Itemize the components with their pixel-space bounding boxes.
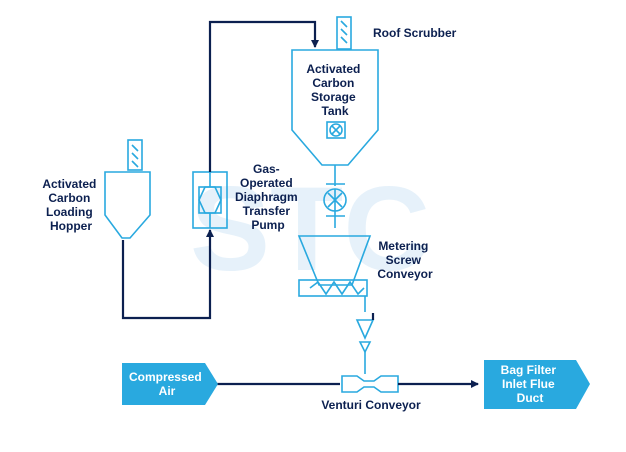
loading-hopper-label: Activated Carbon Loading Hopper xyxy=(42,177,99,233)
venturi-conveyor xyxy=(341,319,399,393)
roof-scrubber-label: Roof Scrubber xyxy=(373,26,457,40)
bag-filter-arrow xyxy=(484,360,590,409)
compressed-air-label: Compressed Air xyxy=(129,370,205,398)
storage-tank xyxy=(291,16,379,166)
compressed-air-arrow xyxy=(122,363,218,405)
pipes xyxy=(121,20,479,388)
storage-tank-label: Activated Carbon Storage Tank xyxy=(306,62,363,118)
watermark: STC xyxy=(190,162,430,296)
venturi-conveyor-label: Venturi Conveyor xyxy=(321,398,421,412)
metering-screw-conveyor xyxy=(297,235,372,312)
rotary-valve xyxy=(323,165,347,228)
metering-conveyor-label: Metering Screw Conveyor xyxy=(377,239,433,281)
diaphragm-pump xyxy=(192,171,228,229)
pump-label: Gas- Operated Diaphragm Transfer Pump xyxy=(235,162,301,232)
bag-filter-label: Bag Filter Inlet Flue Duct xyxy=(501,363,560,405)
roof-scrubber-line: Roof Scrubber xyxy=(373,26,457,40)
loading-hopper xyxy=(104,139,151,239)
